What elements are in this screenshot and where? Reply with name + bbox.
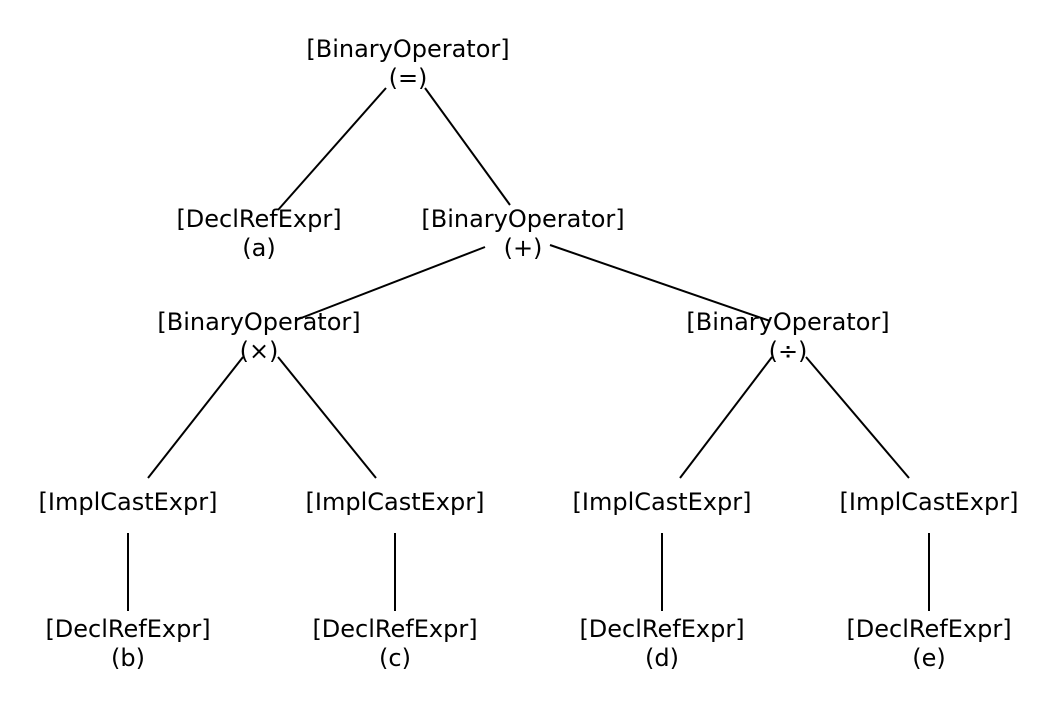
node-cast-b: [ImplCastExpr]: [39, 488, 218, 516]
edge-plus-div: [549, 244, 771, 322]
node-cast-d: [ImplCastExpr]: [573, 488, 752, 516]
node-b-type: [DeclRefExpr]: [45, 615, 210, 643]
edge-plus-mul: [295, 246, 486, 321]
node-c-type: [DeclRefExpr]: [312, 615, 477, 643]
node-div: [BinaryOperator] (÷): [686, 308, 889, 365]
node-c: [DeclRefExpr] (c): [312, 615, 477, 672]
edge-root-plus: [424, 87, 511, 206]
node-d-type: [DeclRefExpr]: [579, 615, 744, 643]
node-plus-type: [BinaryOperator]: [421, 205, 624, 233]
node-b-value: (b): [111, 644, 145, 672]
edge-div-cast-d: [679, 356, 773, 479]
node-e-type: [DeclRefExpr]: [846, 615, 1011, 643]
edge-mul-cast-b: [147, 356, 244, 479]
node-a-value: (a): [242, 234, 275, 262]
node-cast-c: [ImplCastExpr]: [306, 488, 485, 516]
node-d: [DeclRefExpr] (d): [579, 615, 744, 672]
node-a: [DeclRefExpr] (a): [176, 205, 341, 262]
node-div-value: (÷): [769, 337, 808, 365]
tree-nodes: [BinaryOperator] (=) [DeclRefExpr] (a) […: [39, 35, 1019, 672]
node-root: [BinaryOperator] (=): [306, 35, 509, 92]
node-div-type: [BinaryOperator]: [686, 308, 889, 336]
edge-div-cast-e: [805, 356, 910, 479]
node-e-value: (e): [912, 644, 946, 672]
node-e: [DeclRefExpr] (e): [846, 615, 1011, 672]
node-d-value: (d): [645, 644, 679, 672]
edge-root-a: [277, 87, 387, 211]
node-mul: [BinaryOperator] (×): [157, 308, 360, 365]
node-plus: [BinaryOperator] (+): [421, 205, 624, 262]
node-cast-e: [ImplCastExpr]: [840, 488, 1019, 516]
edge-mul-cast-c: [277, 356, 377, 479]
node-c-value: (c): [379, 644, 411, 672]
node-root-value: (=): [389, 64, 428, 92]
node-mul-value: (×): [240, 337, 279, 365]
node-plus-value: (+): [504, 234, 543, 262]
tree-edges: [127, 87, 930, 611]
node-b: [DeclRefExpr] (b): [45, 615, 210, 672]
node-mul-type: [BinaryOperator]: [157, 308, 360, 336]
node-root-type: [BinaryOperator]: [306, 35, 509, 63]
node-a-type: [DeclRefExpr]: [176, 205, 341, 233]
